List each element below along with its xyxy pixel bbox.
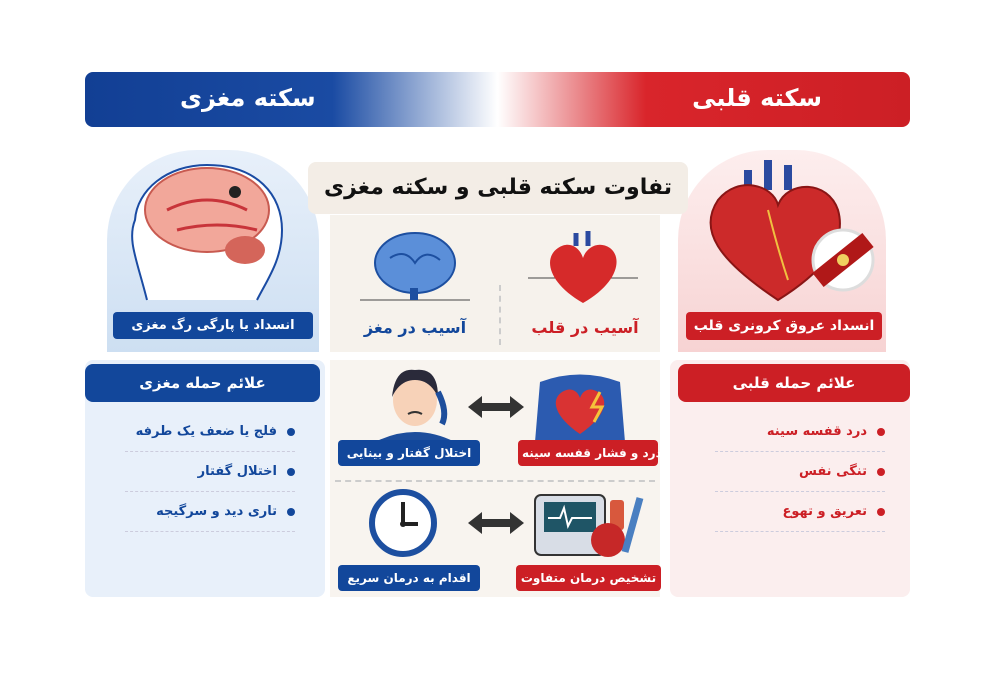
symptom-text: درد قفسه سینه (766, 424, 867, 439)
heart-damage-label: آسیب در قلب (531, 318, 639, 337)
list-item: فلج یا ضعف یک طرفه (125, 412, 295, 452)
bullet-icon (877, 507, 885, 516)
brain-head-icon (131, 163, 284, 301)
medical-monitor-icon (534, 494, 644, 557)
list-item: تعریق و تهوع (715, 492, 885, 532)
stroke-symptom-label: اختلال گفتار و بینایی (338, 440, 480, 466)
symptom-text: تاری دید و سرگیجه (156, 504, 277, 519)
stroke-panel (107, 150, 319, 352)
heart-artery-icon (709, 160, 875, 302)
heart-action-label: تشخیص درمان متفاوت (516, 565, 661, 591)
symptom-text: اختلال گفتار (197, 464, 277, 479)
list-item: تنگی نفس (715, 452, 885, 492)
stroke-action-label: اقدام به درمان سریع (338, 565, 480, 591)
heart-icon (528, 231, 638, 303)
header-banner: سکته مغزی سکته قلبی (85, 72, 910, 127)
list-item: درد قفسه سینه (715, 412, 885, 452)
heart-symptom-label: درد و فشار قفسه سینه (518, 440, 662, 466)
stroke-symptoms-heading: علائم حمله مغزی (85, 364, 320, 402)
brain-damage-label: آسیب در مغز (363, 318, 467, 337)
clock-icon (369, 489, 437, 557)
list-item: اختلال گفتار (125, 452, 295, 492)
chest-pain-icon (535, 374, 625, 442)
heart-symptoms-heading: علائم حمله قلبی (678, 364, 910, 402)
list-item: تاری دید و سرگیجه (125, 492, 295, 532)
double-arrow-icon (468, 512, 524, 534)
divider (335, 480, 655, 482)
bullet-icon (287, 507, 295, 516)
stroke-cause-label: انسداد یا پارگی رگ مغزی (113, 312, 313, 339)
bullet-icon (287, 467, 295, 476)
double-arrow-icon (468, 396, 524, 418)
divider (499, 285, 501, 345)
brain-icon (360, 232, 470, 301)
heart-symptoms-panel: علائم حمله قلبی درد قفسه سینه تنگی نفس ت… (670, 360, 910, 597)
bullet-icon (877, 427, 885, 436)
symptom-text: فلج یا ضعف یک طرفه (135, 424, 277, 439)
symptom-text: تنگی نفس (798, 464, 867, 479)
heart-cause-label: انسداد عروق کرونری قلب (686, 312, 882, 340)
symptom-text: تعریق و تهوع (782, 504, 867, 519)
bullet-icon (287, 427, 295, 436)
banner-heart-title: سکته قلبی (692, 84, 822, 112)
stroke-symptoms-panel: علائم حمله مغزی فلج یا ضعف یک طرفه اختلا… (85, 360, 325, 597)
bullet-icon (877, 467, 885, 476)
person-headache-icon (375, 369, 455, 442)
banner-stroke-title: سکته مغزی (180, 84, 316, 112)
page-title: تفاوت سکته قلبی و سکته مغزی (308, 162, 688, 214)
